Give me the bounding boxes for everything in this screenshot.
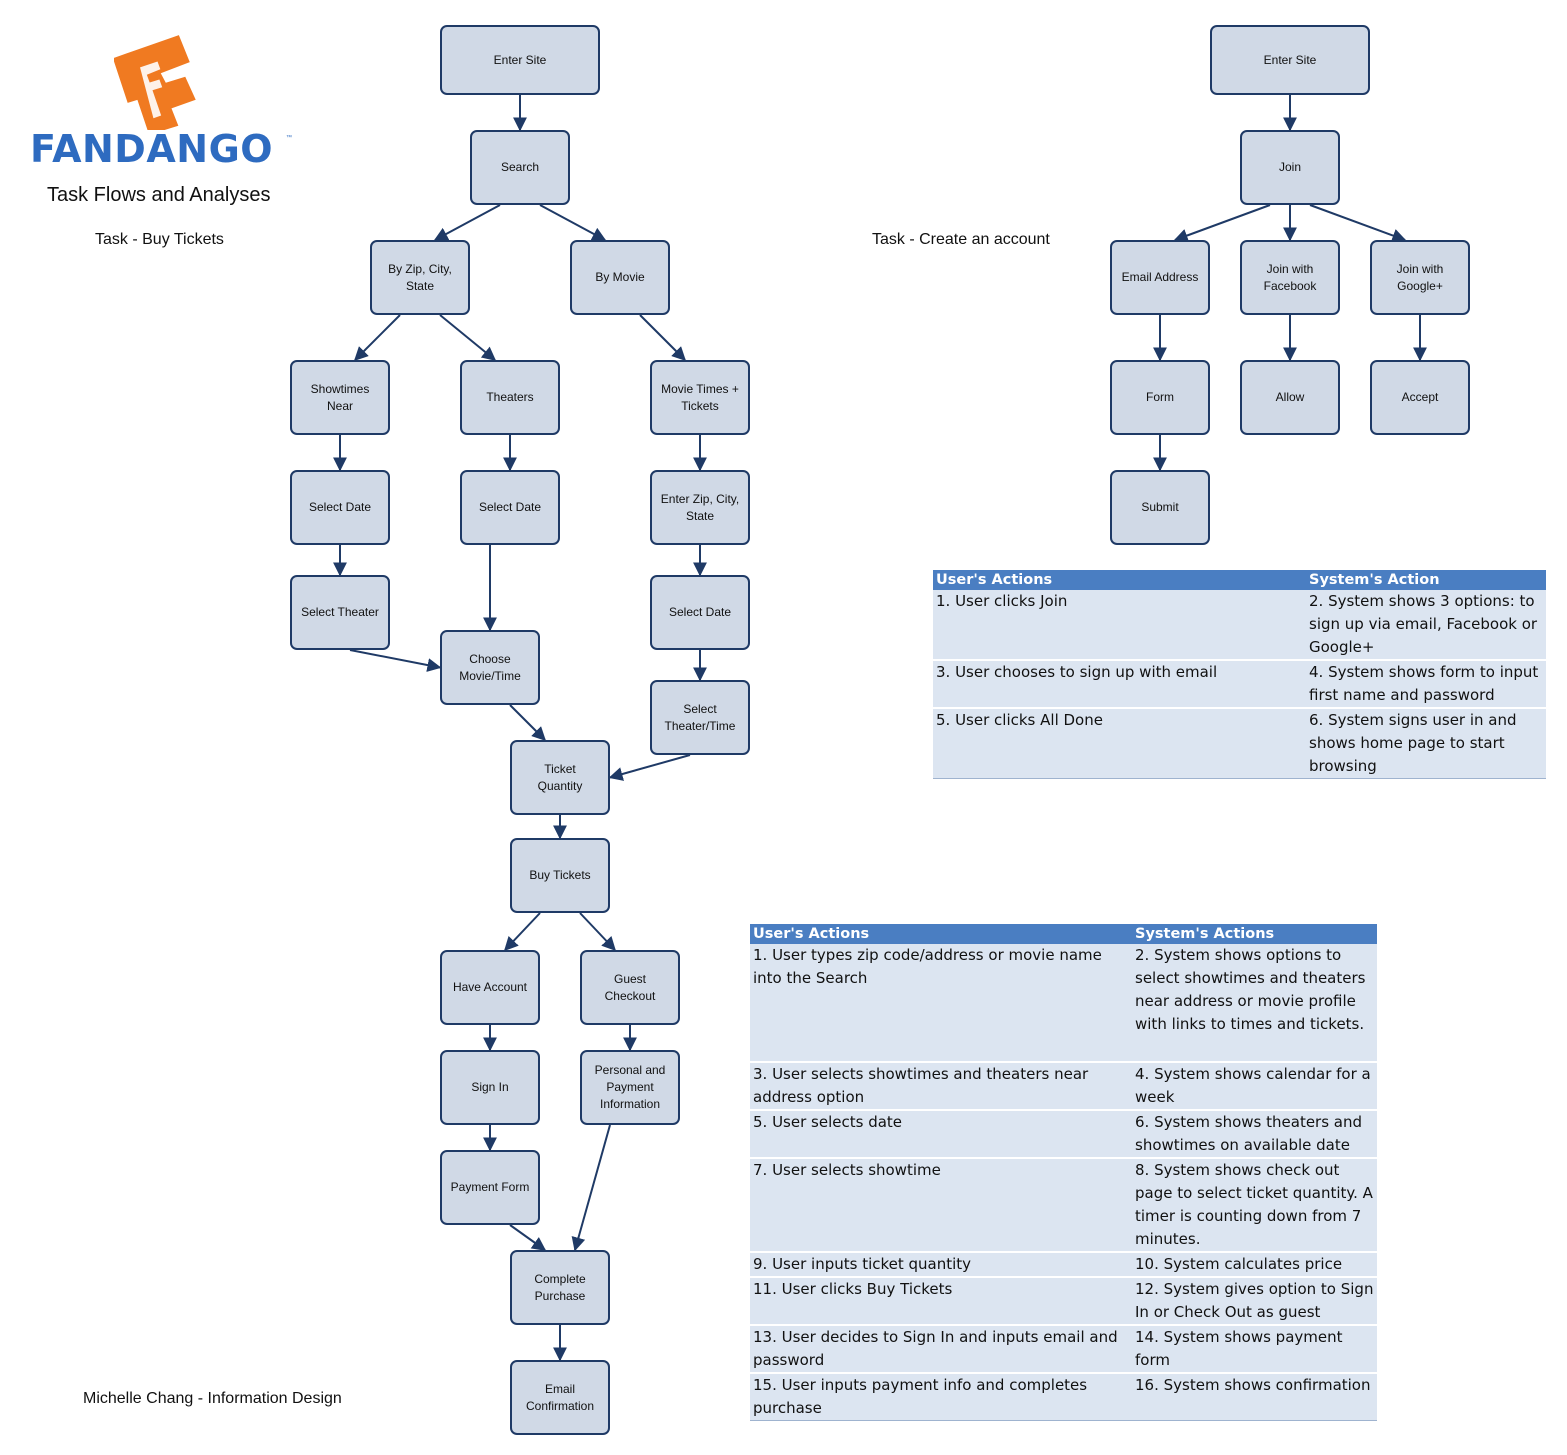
table-cell: 5. User clicks All Done	[933, 708, 1306, 779]
flow-arrow	[571, 1124, 611, 1252]
flow-arrow	[509, 1224, 547, 1251]
flow-node-join-facebook: Join with Facebook	[1240, 240, 1340, 315]
table-row: 5. User clicks All Done 6. System signs …	[933, 708, 1546, 779]
flow-arrow	[509, 704, 546, 741]
brand-wordmark: FANDANGO	[30, 127, 274, 171]
flow-node-payment-form: Payment Form	[440, 1150, 540, 1225]
flow-arrow	[579, 912, 616, 952]
table-header-row: User's Actions System's Action	[933, 570, 1546, 590]
table-cell: 5. User selects date	[750, 1110, 1132, 1159]
table-header-row: User's Actions System's Actions	[750, 924, 1377, 944]
table-cell: 16. System shows confirmation	[1132, 1373, 1377, 1421]
table-row: 3. User chooses to sign up with email 4.…	[933, 660, 1546, 709]
flow-node-select-theater-time: Select Theater/Time	[650, 680, 750, 755]
flow-arrow	[439, 314, 497, 361]
buy-tickets-analysis-table: User's Actions System's Actions 1. User …	[750, 924, 1377, 1421]
flow-node-guest-checkout: Guest Checkout	[580, 950, 680, 1025]
table-row: 1. User clicks Join 2. System shows 3 op…	[933, 590, 1546, 661]
flow-node-search: Search	[470, 130, 570, 205]
flow-node-submit: Submit	[1110, 470, 1210, 545]
table-cell: 2. System shows 3 options: to sign up vi…	[1306, 590, 1546, 661]
flow-node-email-address: Email Address	[1110, 240, 1210, 315]
flow-node-sign-in: Sign In	[440, 1050, 540, 1125]
flow-node-enter-zip: Enter Zip, City, State	[650, 470, 750, 545]
flow-node-join-google: Join with Google+	[1370, 240, 1470, 315]
page-subtitle: Task Flows and Analyses	[47, 184, 271, 206]
table-cell: 1. User types zip code/address or movie …	[750, 944, 1132, 1063]
task-title-buy-tickets: Task - Buy Tickets	[95, 231, 224, 248]
flow-node-theaters: Theaters	[460, 360, 560, 435]
flow-arrow	[608, 754, 691, 781]
flow-node-form: Form	[1110, 360, 1210, 435]
table-cell: 3. User chooses to sign up with email	[933, 660, 1306, 709]
flow-node-select-date: Select Date	[650, 575, 750, 650]
flow-arrow	[1309, 204, 1407, 243]
flow-node-by-zip: By Zip, City, State	[370, 240, 470, 315]
table-row: 7. User selects showtime 8. System shows…	[750, 1158, 1377, 1253]
flow-node-select-date: Select Date	[290, 470, 390, 545]
table-cell: 2. System shows options to select showti…	[1132, 944, 1377, 1063]
table-cell: 1. User clicks Join	[933, 590, 1306, 661]
table-cell: 11. User clicks Buy Tickets	[750, 1277, 1132, 1326]
flow-node-complete-purchase: Complete Purchase	[510, 1250, 610, 1325]
flow-node-showtimes-near: Showtimes Near	[290, 360, 390, 435]
flow-node-have-account: Have Account	[440, 950, 540, 1025]
table-cell: 4. System shows form to input first name…	[1306, 660, 1546, 709]
flow-node-choose-movie-time: Choose Movie/Time	[440, 630, 540, 705]
flow-node-movie-times-tickets: Movie Times + Tickets	[650, 360, 750, 435]
table-row: 11. User clicks Buy Tickets 12. System g…	[750, 1277, 1377, 1326]
flow-node-enter-site: Enter Site	[440, 25, 600, 95]
create-account-analysis-table: User's Actions System's Action 1. User c…	[933, 570, 1546, 779]
table-cell: 4. System shows calendar for a week	[1132, 1062, 1377, 1111]
table-cell: 9. User inputs ticket quantity	[750, 1252, 1132, 1278]
flow-node-select-date: Select Date	[460, 470, 560, 545]
table-row: 3. User selects showtimes and theaters n…	[750, 1062, 1377, 1111]
table-cell: 13. User decides to Sign In and inputs e…	[750, 1325, 1132, 1374]
table-cell: 14. System shows payment form	[1132, 1325, 1377, 1374]
table-cell: 6. System signs user in and shows home p…	[1306, 708, 1546, 779]
table-row: 1. User types zip code/address or movie …	[750, 944, 1377, 1063]
trademark-mark: ™	[286, 135, 292, 141]
table-row: 13. User decides to Sign In and inputs e…	[750, 1325, 1377, 1374]
table-cell: 6. System shows theaters and showtimes o…	[1132, 1110, 1377, 1159]
table-cell: 15. User inputs payment info and complet…	[750, 1373, 1132, 1421]
flow-arrow	[504, 912, 541, 952]
table-cell: 7. User selects showtime	[750, 1158, 1132, 1253]
author-credit: Michelle Chang - Information Design	[83, 1390, 342, 1407]
flow-node-select-theater: Select Theater	[290, 575, 390, 650]
column-header-user-actions: User's Actions	[933, 570, 1306, 590]
flow-arrow	[639, 314, 686, 361]
flow-node-by-movie: By Movie	[570, 240, 670, 315]
column-header-system-action: System's Action	[1306, 570, 1546, 590]
table-row: 15. User inputs payment info and complet…	[750, 1373, 1377, 1421]
flow-node-email-confirmation: Email Confirmation	[510, 1360, 610, 1435]
flow-node-allow: Allow	[1240, 360, 1340, 435]
task-title-create-account: Task - Create an account	[872, 231, 1050, 248]
table-row: 5. User selects date 6. System shows the…	[750, 1110, 1377, 1159]
flow-node-buy-tickets: Buy Tickets	[510, 838, 610, 913]
flow-arrow	[349, 649, 442, 672]
table-cell: 10. System calculates price	[1132, 1252, 1377, 1278]
flow-arrow	[1173, 204, 1271, 243]
flow-arrow	[433, 204, 501, 241]
column-header-user-actions: User's Actions	[750, 924, 1132, 944]
flow-node-accept: Accept	[1370, 360, 1470, 435]
flow-node-join: Join	[1240, 130, 1340, 205]
flow-node-ticket-quantity: Ticket Quantity	[510, 740, 610, 815]
flow-node-personal-payment-info: Personal and Payment Information	[580, 1050, 680, 1125]
table-cell: 3. User selects showtimes and theaters n…	[750, 1062, 1132, 1111]
table-cell: 8. System shows check out page to select…	[1132, 1158, 1377, 1253]
fandango-f-logo-icon	[114, 35, 196, 130]
flow-arrow	[539, 204, 607, 241]
flow-node-enter-site: Enter Site	[1210, 25, 1370, 95]
flow-arrow	[354, 314, 401, 361]
column-header-system-actions: System's Actions	[1132, 924, 1377, 944]
table-row: 9. User inputs ticket quantity 10. Syste…	[750, 1252, 1377, 1278]
table-cell: 12. System gives option to Sign In or Ch…	[1132, 1277, 1377, 1326]
